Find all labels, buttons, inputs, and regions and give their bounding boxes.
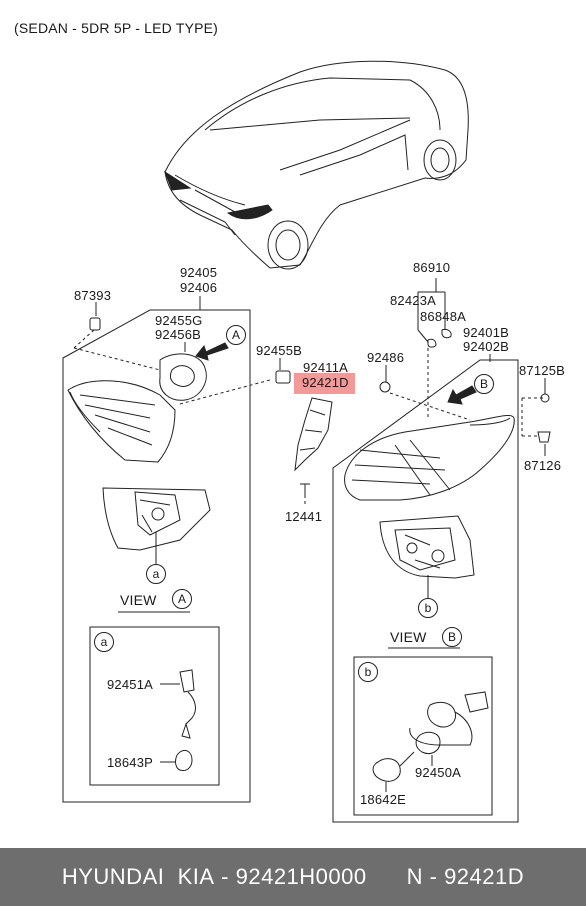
view-b-label: VIEW [390,629,427,645]
part-label-92406: 92406 [180,280,218,295]
part-label-92411A: 92411A [303,360,349,375]
part-label-82423A: 82423A [390,293,437,308]
footer-brand: HYUNDAI KIA [61,864,215,889]
part-label-86910: 86910 [413,260,451,275]
part-label-92402B: 92402B [463,339,510,354]
part-label-92405: 92405 [180,265,218,280]
part-label-92455B: 92455B [256,343,303,358]
footer-part-number: 92421H0000 [235,864,367,889]
part-label-87393: 87393 [74,288,112,303]
callout-B: B [474,374,494,394]
inner-lamp-illustration [67,380,176,463]
part-label-92421D-highlighted: 92421D [294,373,355,394]
part-label-92455G: 92455G [155,313,203,328]
car-illustration [163,60,469,270]
outer-lamp-rear-illustration [379,515,475,579]
detail-b-callout: b [358,662,378,682]
footer-separator: - [214,864,236,889]
detail-box-b [353,656,493,816]
view-a-callout: A [172,589,192,609]
part-label-92451A: 92451A [107,677,154,692]
right-assembly-outline [332,359,519,823]
view-b-callout: B [442,627,462,647]
part-label-87126: 87126 [524,458,562,473]
part-label-92456B: 92456B [155,327,202,342]
bracket-illustration [294,397,333,472]
inner-lamp-rear-illustration [102,487,211,551]
view-a-label: VIEW [120,592,157,608]
detail-box-a [89,626,220,786]
part-label-12441: 12441 [285,509,323,524]
outer-lamp-illustration [344,415,515,501]
gasket-illustration [159,353,207,401]
callout-b: b [418,598,438,618]
callout-a: a [146,564,166,584]
footer-bar: HYUNDAI KIA - 92421H0000 N - 92421D [0,848,586,906]
left-assembly-outline [62,309,251,803]
part-label-87125B: 87125B [519,363,566,378]
diagram-title: (SEDAN - 5DR 5P - LED TYPE) [14,20,219,36]
footer-ref: N - 92421D [406,864,525,889]
part-label-86848A: 86848A [420,309,467,324]
detail-a-callout: a [94,632,114,652]
callout-A: A [226,325,246,345]
part-label-92450A: 92450A [415,765,462,780]
part-label-92486: 92486 [367,350,405,365]
part-label-18642E: 18642E [360,792,407,807]
part-label-92401B: 92401B [463,325,510,340]
part-label-18643P: 18643P [107,755,154,770]
parts-diagram [62,60,551,823]
